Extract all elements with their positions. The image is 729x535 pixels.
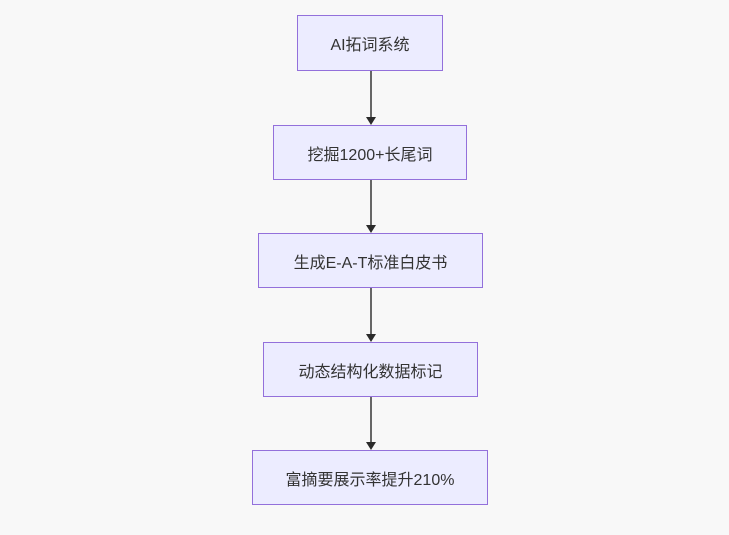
flow-node-label: 富摘要展示率提升210% <box>285 471 455 489</box>
edge-line <box>369 397 372 442</box>
flow-node-ai-word-expansion: AI拓词系统 <box>297 15 443 71</box>
flow-node-label: AI拓词系统 <box>330 37 410 54</box>
flow-node-eat-whitepaper: 生成E-A-T标准白皮书 <box>258 233 483 288</box>
edge-line <box>369 71 372 117</box>
flow-node-longtail-mining: 挖掘1200+长尾词 <box>273 125 467 180</box>
flow-node-rich-snippet-result: 富摘要展示率提升210% <box>252 450 488 505</box>
flow-edge-2 <box>365 180 376 233</box>
flow-node-structured-data: 动态结构化数据标记 <box>263 342 478 397</box>
edge-line <box>369 180 372 225</box>
arrow-down-icon <box>365 334 376 342</box>
flow-edge-3 <box>365 288 376 342</box>
flow-edge-4 <box>365 397 376 450</box>
arrow-down-icon <box>365 225 376 233</box>
flow-node-label: 生成E-A-T标准白皮书 <box>293 254 448 272</box>
flow-edge-1 <box>365 71 376 125</box>
edge-line <box>369 288 372 334</box>
arrow-down-icon <box>365 442 376 450</box>
arrow-down-icon <box>365 117 376 125</box>
flow-node-label: 动态结构化数据标记 <box>298 363 443 381</box>
flow-node-label: 挖掘1200+长尾词 <box>307 146 433 164</box>
